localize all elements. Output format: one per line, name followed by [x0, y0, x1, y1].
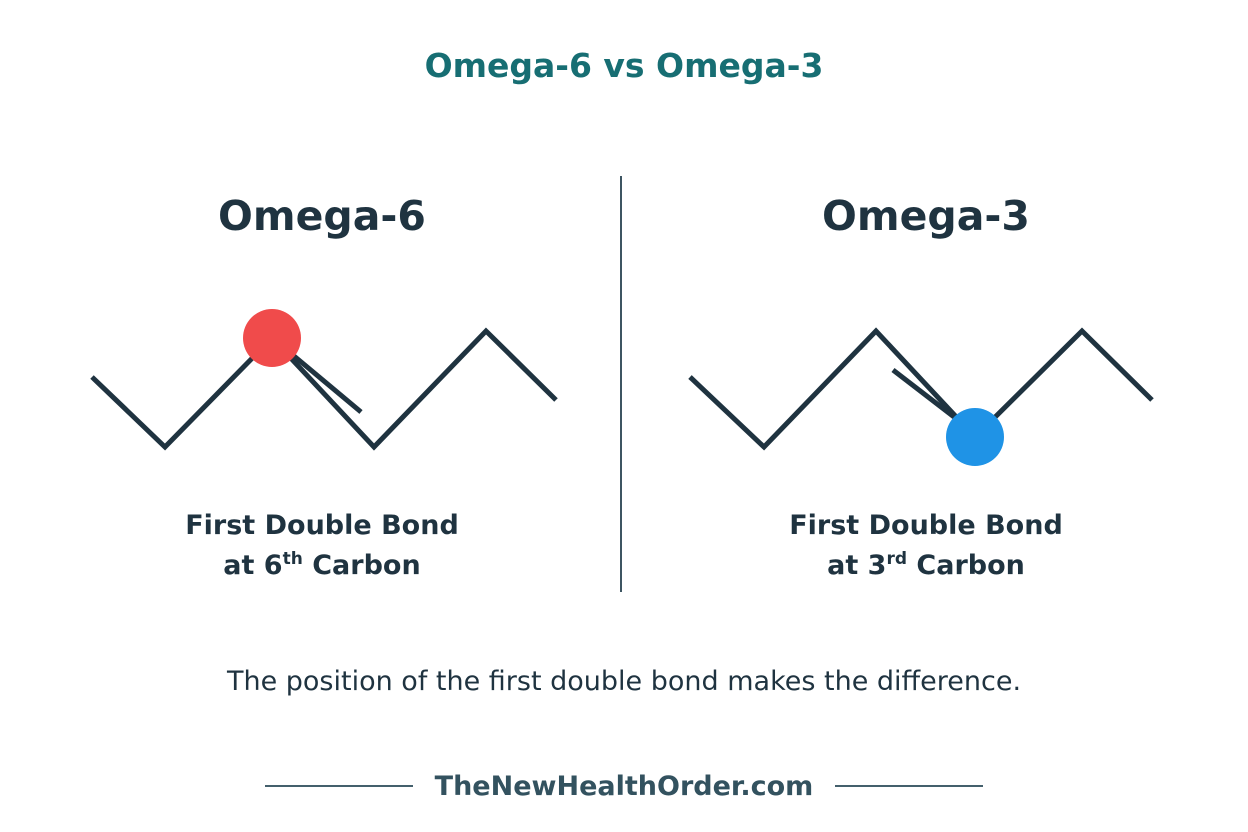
panel-divider: [620, 176, 622, 592]
omega-3-caption-line2: at 3rd Carbon: [696, 546, 1156, 586]
omega-3-caption-prefix: at 3: [827, 550, 887, 581]
omega-6-carbon-chain: [90, 327, 558, 451]
diagram-title: Omega-6 vs Omega-3: [424, 46, 824, 85]
omega-6-caption: First Double Bond at 6th Carbon: [92, 506, 552, 586]
omega-3-caption-suffix: Carbon: [907, 550, 1025, 581]
omega-3-molecule: [688, 327, 1154, 466]
tagline: The position of the first double bond ma…: [226, 666, 1022, 697]
omega-6-molecule: [90, 309, 558, 451]
footer: TheNewHealthOrder.com: [0, 764, 1248, 808]
omega-6-caption-line2: at 6th Carbon: [92, 546, 552, 586]
omega-6-heading: Omega-6: [218, 192, 426, 240]
omega-3-caption-ordinal: rd: [886, 549, 908, 569]
footer-rule-left: [264, 785, 413, 787]
omega-3-caption-line1: First Double Bond: [789, 510, 1063, 541]
footer-website: TheNewHealthOrder.com: [434, 770, 814, 802]
omega-3-caption: First Double Bond at 3rd Carbon: [696, 506, 1156, 586]
omega-3-carbon-chain: [688, 327, 1154, 451]
footer-rule-right: [835, 785, 984, 787]
omega-6-double-bond-line: [292, 354, 363, 414]
omega-6-caption-prefix: at 6: [223, 550, 283, 581]
omega-6-double-bond-marker: [243, 309, 301, 367]
omega-3-double-bond-line: [891, 368, 960, 422]
omega-6-caption-suffix: Carbon: [302, 550, 421, 581]
omega-3-double-bond-marker: [946, 408, 1004, 466]
omega-6-caption-ordinal: th: [282, 549, 303, 569]
omega-6-caption-line1: First Double Bond: [185, 510, 459, 541]
omega-3-heading: Omega-3: [822, 192, 1030, 240]
